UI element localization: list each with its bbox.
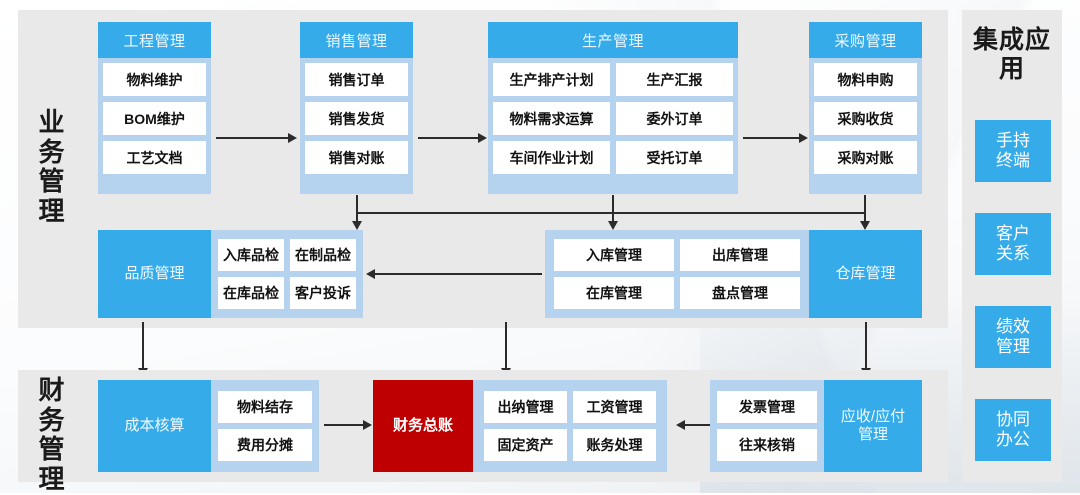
module-production-cells: 生产排产计划 生产汇报 物料需求运算 委外订单 车间作业计划 受托订单 [488, 58, 738, 194]
module-quality[interactable]: 品质管理 入库品检 在制品检 在库品检 客户投诉 [98, 230, 363, 318]
cell-item[interactable]: 在库品检 [218, 277, 284, 309]
cell-item[interactable]: 费用分摊 [218, 429, 312, 461]
module-cost-title: 成本核算 [98, 380, 211, 472]
cell-item[interactable]: 盘点管理 [680, 277, 800, 309]
cell-item[interactable]: 物料申购 [814, 63, 917, 96]
connector-engineering-sales [216, 137, 290, 139]
module-accounting[interactable]: 出纳管理 工资管理 固定资产 账务处理 [473, 380, 667, 472]
module-warehouse-cells: 入库管理 出库管理 在库管理 盘点管理 [545, 230, 809, 318]
cell-item[interactable]: 账务处理 [573, 429, 656, 461]
arrowhead-right [799, 133, 808, 143]
module-quality-title: 品质管理 [98, 230, 211, 318]
module-ledger[interactable]: 财务总账 [373, 380, 473, 472]
cell-item[interactable]: 销售订单 [305, 63, 408, 96]
cell-item[interactable]: 销售发货 [305, 102, 408, 135]
cell-item[interactable]: 采购对账 [814, 141, 917, 174]
cell-item[interactable]: 在库管理 [554, 277, 674, 309]
integration-item-handheld[interactable]: 手持终端 [975, 120, 1051, 182]
module-production[interactable]: 生产管理 生产排产计划 生产汇报 物料需求运算 委外订单 车间作业计划 受托订单 [488, 22, 738, 194]
cell-item[interactable]: 工资管理 [573, 391, 656, 423]
module-cost[interactable]: 成本核算 物料结存 费用分摊 [98, 380, 319, 472]
module-sales-cells: 销售订单 销售发货 销售对账 [300, 58, 413, 194]
integration-title: 集成应用 [972, 26, 1051, 83]
arrowhead-down [860, 221, 870, 230]
module-receivable-title: 应收/应付管理 [824, 380, 922, 472]
connector-production-purchase [743, 137, 801, 139]
integration-item-crm[interactable]: 客户关系 [975, 213, 1051, 275]
module-accounting-cells: 出纳管理 工资管理 固定资产 账务处理 [473, 380, 667, 472]
connector-warehouse-quality [372, 273, 542, 275]
module-purchase-title: 采购管理 [809, 22, 922, 58]
connector-drop-sales [356, 195, 358, 223]
business-row-label: 业务管理 [38, 107, 66, 226]
cell-item[interactable]: 客户投诉 [290, 277, 356, 309]
cell-item[interactable]: 工艺文档 [103, 141, 206, 174]
cell-item[interactable]: 入库品检 [218, 239, 284, 271]
cell-item[interactable]: 生产汇报 [616, 63, 733, 96]
module-cost-cells: 物料结存 费用分摊 [211, 380, 319, 472]
module-production-title: 生产管理 [488, 22, 738, 58]
module-engineering-cells: 物料维护 BOM维护 工艺文档 [98, 58, 211, 194]
connector-drop-production [612, 195, 614, 223]
cell-item[interactable]: 受托订单 [616, 141, 733, 174]
arrowhead-down [608, 221, 618, 230]
module-sales[interactable]: 销售管理 销售订单 销售发货 销售对账 [300, 22, 413, 194]
arrowhead-right [478, 133, 487, 143]
cell-item[interactable]: 物料维护 [103, 63, 206, 96]
module-warehouse[interactable]: 入库管理 出库管理 在库管理 盘点管理 仓库管理 [545, 230, 922, 318]
integration-item-performance[interactable]: 绩效管理 [975, 306, 1051, 368]
cell-item[interactable]: 采购收货 [814, 102, 917, 135]
cell-item[interactable]: 固定资产 [484, 429, 567, 461]
module-purchase[interactable]: 采购管理 物料申购 采购收货 采购对账 [809, 22, 922, 194]
arrowhead-right [288, 133, 297, 143]
module-sales-title: 销售管理 [300, 22, 413, 58]
finance-row-label: 财务管理 [38, 375, 66, 494]
arrowhead-left [366, 269, 375, 279]
cell-item[interactable]: BOM维护 [103, 102, 206, 135]
module-receivable[interactable]: 发票管理 往来核销 应收/应付管理 [710, 380, 922, 472]
cell-item[interactable]: 出纳管理 [484, 391, 567, 423]
module-purchase-cells: 物料申购 采购收货 采购对账 [809, 58, 922, 194]
module-engineering-title: 工程管理 [98, 22, 211, 58]
arrowhead-left [676, 420, 685, 430]
cell-item[interactable]: 出库管理 [680, 239, 800, 271]
connector-sales-production [418, 137, 480, 139]
module-quality-cells: 入库品检 在制品检 在库品检 客户投诉 [211, 230, 363, 318]
cell-item[interactable]: 在制品检 [290, 239, 356, 271]
connector-drop-purchase [864, 195, 866, 223]
connector-drop-center [505, 322, 507, 370]
module-engineering[interactable]: 工程管理 物料维护 BOM维护 工艺文档 [98, 22, 211, 194]
cell-item[interactable]: 入库管理 [554, 239, 674, 271]
connector-drop-quality [142, 322, 144, 370]
cell-item[interactable]: 物料结存 [218, 391, 312, 423]
cell-item[interactable]: 车间作业计划 [493, 141, 610, 174]
connector-cost-ledger [324, 424, 366, 426]
module-warehouse-title: 仓库管理 [809, 230, 922, 318]
cell-item[interactable]: 发票管理 [717, 391, 817, 423]
arrowhead-right [363, 420, 372, 430]
connector-bus-horizontal [356, 212, 866, 214]
cell-item[interactable]: 往来核销 [717, 429, 817, 461]
connector-drop-warehouse [865, 322, 867, 370]
cell-item[interactable]: 销售对账 [305, 141, 408, 174]
arrowhead-down [352, 221, 362, 230]
module-receivable-cells: 发票管理 往来核销 [710, 380, 824, 472]
cell-item[interactable]: 物料需求运算 [493, 102, 610, 135]
cell-item[interactable]: 委外订单 [616, 102, 733, 135]
cell-item[interactable]: 生产排产计划 [493, 63, 610, 96]
integration-item-oa[interactable]: 协同办公 [975, 399, 1051, 461]
